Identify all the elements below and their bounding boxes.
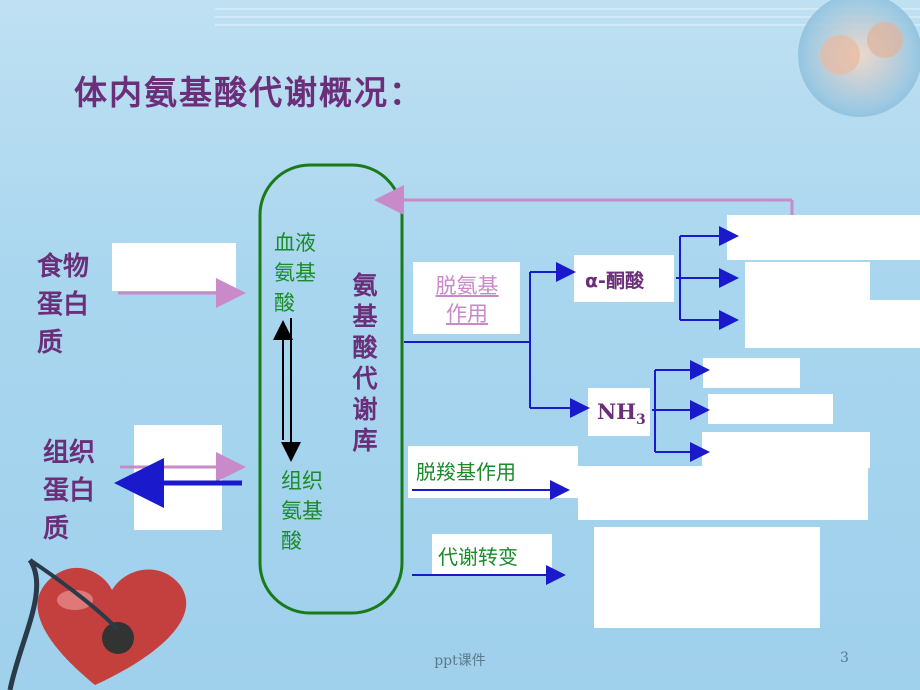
tissue-aa-line: 氨基 — [281, 499, 323, 523]
page-number: 3 — [840, 650, 849, 666]
decor-stripe — [215, 8, 920, 10]
food-protein-label: 食物 蛋白 质 — [37, 248, 89, 362]
keto-product-box-3 — [745, 300, 920, 348]
tissue-aa-label: 组织 氨基 酸 — [281, 466, 323, 556]
tissue-aa-line: 组织 — [281, 469, 323, 493]
nh3-subscript: 3 — [636, 412, 646, 429]
blood-aa-line: 酸 — [274, 291, 295, 315]
blood-aa-label: 血液 氨基 酸 — [274, 228, 316, 318]
blood-aa-line: 血液 — [274, 231, 316, 255]
keto-product-box-2 — [745, 262, 870, 300]
food-protein-line: 质 — [37, 328, 64, 358]
blood-aa-line: 氨基 — [274, 261, 316, 285]
food-protein-line: 蛋白 — [37, 290, 90, 320]
nh3-product-box-1 — [703, 358, 800, 388]
conversion-product-box — [594, 527, 820, 628]
alpha-keto-label: α-酮酸 — [585, 270, 644, 292]
conversion-label: 代谢转变 — [438, 545, 518, 569]
food-protein-box — [112, 243, 236, 291]
deamination-label: 脱氨基 作用 — [424, 272, 510, 328]
slide-title: 体内氨基酸代谢概况： — [74, 73, 424, 112]
mother-baby-image — [798, 0, 920, 117]
tissue-protein-label: 组织 蛋白 质 — [43, 434, 95, 548]
nh3-text: NH — [597, 399, 637, 424]
nh3-box — [588, 388, 650, 436]
decor-stripe — [215, 16, 920, 18]
heart-stethoscope-image — [7, 558, 187, 690]
deamination-line: 脱氨基 — [435, 274, 499, 298]
decarboxylation-label: 脱羧基作用 — [416, 460, 516, 484]
conversion-box — [432, 534, 552, 574]
nh3-product-box-3 — [702, 432, 870, 468]
footer-text: ppt课件 — [434, 653, 486, 669]
tissue-protein-line: 组织 — [43, 438, 96, 468]
pool-label: 氨基酸代谢库 — [349, 272, 378, 458]
alpha-keto-box — [574, 255, 674, 302]
decor-stripe — [215, 24, 920, 26]
deamination-line: 作用 — [446, 302, 488, 326]
tissue-aa-line: 酸 — [281, 529, 302, 553]
food-protein-line: 食物 — [37, 252, 90, 282]
nh3-label: NH3 — [597, 399, 646, 428]
keto-product-box-1 — [727, 215, 920, 260]
nh3-product-box-2 — [708, 394, 833, 424]
deamination-box — [413, 262, 520, 334]
tissue-protein-line: 质 — [43, 514, 70, 544]
decarboxylation-product-box — [578, 466, 868, 520]
tissue-protein-line: 蛋白 — [43, 476, 96, 506]
